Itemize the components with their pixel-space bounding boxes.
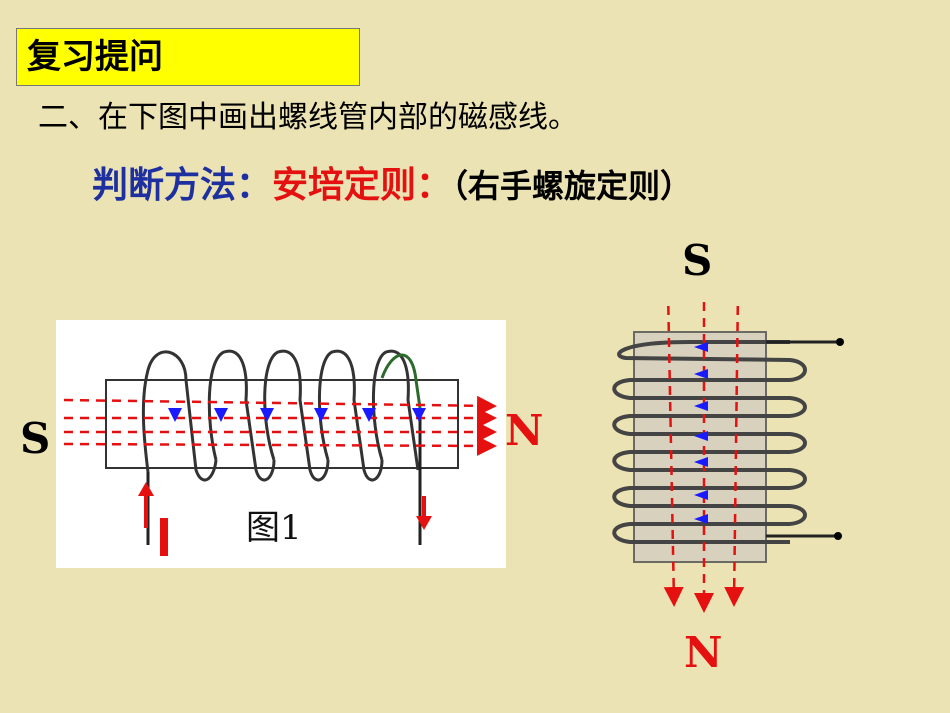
- solenoid2-coil: [612, 340, 807, 544]
- solenoid2-core: [633, 331, 767, 563]
- fig2-pole-s: S: [682, 236, 713, 285]
- current-arrow-in-head: [138, 482, 154, 496]
- fig2-pole-n: N: [684, 628, 723, 677]
- method-note: （右手螺旋定则）: [452, 167, 693, 205]
- solenoid-core: [105, 379, 459, 469]
- figure1-caption: 图1: [240, 500, 308, 549]
- field-lines-fig2: [663, 300, 745, 613]
- current-arrow-out-head: [416, 516, 432, 530]
- fig1-pole-n: N: [505, 406, 544, 455]
- method-line: 判断方法：安培定则：（右手螺旋定则）: [92, 156, 692, 208]
- fig1-pole-s: S: [20, 414, 51, 463]
- question-text: 二、在下图中画出螺线管内部的磁感线。: [38, 100, 578, 135]
- coil-end-wire: [380, 353, 422, 409]
- current-label: I: [160, 518, 168, 556]
- slide-title: 复习提问: [16, 28, 360, 86]
- terminal-top: [836, 338, 844, 346]
- coil-current-markers: [168, 408, 426, 422]
- method-label: 判断方法：: [92, 165, 273, 206]
- method-rule: 安培定则：: [272, 165, 453, 206]
- figure2-solenoid: [612, 300, 844, 613]
- coil2-current-markers: [694, 342, 708, 524]
- terminal-bottom: [834, 532, 842, 540]
